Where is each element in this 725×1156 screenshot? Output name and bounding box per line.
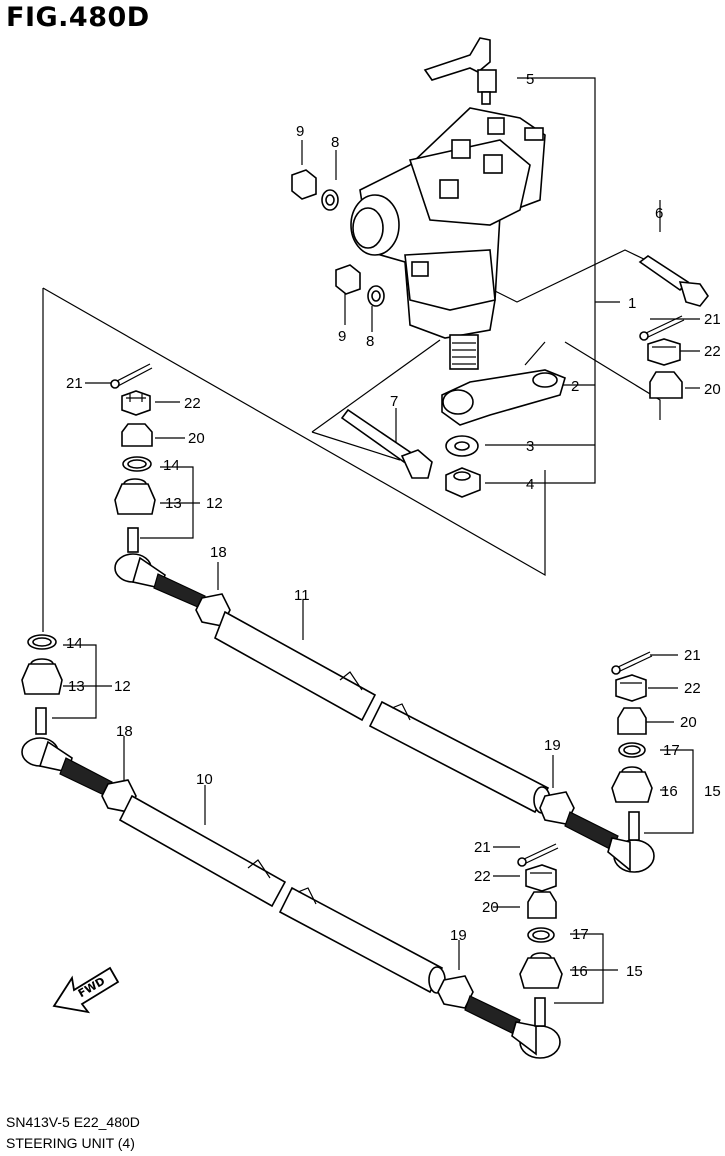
fwd-arrow-icon: FWD xyxy=(52,966,120,1014)
ring-17-lower-right xyxy=(527,927,555,943)
nut-9-upper xyxy=(291,169,317,200)
callout-16-right-upper: 16 xyxy=(661,783,678,800)
cotter-pin-21-right-upper xyxy=(611,651,653,675)
callout-14-lower: 14 xyxy=(66,635,83,652)
boot-16-lower-right xyxy=(519,952,563,989)
steering-gear-box xyxy=(350,37,546,370)
callout-9-lower: 9 xyxy=(338,328,346,345)
callout-17-right-upper: 17 xyxy=(663,742,680,759)
callout-15-lower-right: 15 xyxy=(626,963,643,980)
callout-22-upper-left: 22 xyxy=(184,395,201,412)
tie-rod-end-lower-right xyxy=(511,997,561,1059)
ring-17-right-upper xyxy=(618,742,646,758)
callout-15-right-upper: 15 xyxy=(704,783,721,800)
nut-4 xyxy=(445,467,481,498)
boot-20-lower-right xyxy=(527,891,557,919)
callout-5: 5 xyxy=(526,71,534,88)
callout-10: 10 xyxy=(196,771,213,788)
boot-13-lower-left xyxy=(21,658,63,695)
callout-21-right-upper: 21 xyxy=(684,647,701,664)
callout-19-lower: 19 xyxy=(450,927,467,944)
figure-code: SN413V-5 E22_480D xyxy=(6,1114,140,1130)
pitman-arm-2 xyxy=(441,369,566,426)
thread-lower-right xyxy=(464,995,521,1035)
cotter-pin-21-top-right xyxy=(639,315,685,341)
callout-12-upper: 12 xyxy=(206,495,223,512)
cotter-pin-21-lower-right xyxy=(517,843,559,867)
callout-22-lower-right: 22 xyxy=(474,868,491,885)
nut-9-lower xyxy=(335,264,361,295)
castle-nut-22-top-right xyxy=(647,338,681,366)
callout-18-upper: 18 xyxy=(210,544,227,561)
boot-20-top-right xyxy=(649,371,683,399)
washer-8-upper xyxy=(321,189,339,211)
callout-8-lower: 8 xyxy=(366,333,374,350)
callout-8-upper: 8 xyxy=(331,134,339,151)
callout-4: 4 xyxy=(526,476,534,493)
callout-20-top-right: 20 xyxy=(704,381,721,398)
castle-nut-22-upper-left xyxy=(121,390,151,416)
callout-21-upper-left: 21 xyxy=(66,375,83,392)
washer-3 xyxy=(445,435,479,457)
figure-name: STEERING UNIT (4) xyxy=(6,1135,135,1151)
tube-10 xyxy=(118,794,446,994)
tube-11 xyxy=(214,610,551,814)
boot-16-right-upper xyxy=(611,766,653,803)
callout-19-upper: 19 xyxy=(544,737,561,754)
thread-upper-left xyxy=(153,573,206,609)
tie-rod-end-upper-right xyxy=(607,811,655,873)
callout-22-top-right: 22 xyxy=(704,343,721,360)
callout-17-lower-right: 17 xyxy=(572,926,589,943)
boot-13-upper-left xyxy=(114,478,156,515)
callout-2: 2 xyxy=(571,378,579,395)
callout-14-upper: 14 xyxy=(163,457,180,474)
callout-20-lower-right: 20 xyxy=(482,899,499,916)
callout-20-right-upper: 20 xyxy=(680,714,697,731)
callout-1: 1 xyxy=(628,295,636,312)
callout-9-upper: 9 xyxy=(296,123,304,140)
callout-labels: 5 9 8 6 1 21 9 8 22 21 2 20 7 22 20 3 14… xyxy=(66,71,721,980)
boot-20-upper-left xyxy=(121,423,153,447)
callout-22-right-upper: 22 xyxy=(684,680,701,697)
cotter-pin-21-upper-left xyxy=(110,363,153,389)
bolt-6 xyxy=(638,255,709,307)
leader-lines xyxy=(42,77,700,1004)
callout-7: 7 xyxy=(390,393,398,410)
castle-nut-22-right-upper xyxy=(615,674,647,702)
callout-20-upper-left: 20 xyxy=(188,430,205,447)
callout-18-lower: 18 xyxy=(116,723,133,740)
callout-21-lower-right: 21 xyxy=(474,839,491,856)
callout-16-lower-right: 16 xyxy=(571,963,588,980)
callout-13-lower: 13 xyxy=(68,678,85,695)
castle-nut-22-lower-right xyxy=(525,864,557,892)
callout-3: 3 xyxy=(526,438,534,455)
ring-14-lower-left xyxy=(27,634,57,650)
figure-title: FIG.480D xyxy=(6,2,150,33)
nut-19-lower xyxy=(437,975,474,1009)
washer-8-lower xyxy=(367,285,385,307)
bolt-7 xyxy=(340,408,433,479)
callout-13-upper: 13 xyxy=(165,495,182,512)
boot-20-right-upper xyxy=(617,707,647,735)
callout-6: 6 xyxy=(655,205,663,222)
callout-12-lower: 12 xyxy=(114,678,131,695)
callout-21-top-right: 21 xyxy=(704,311,721,328)
callout-11: 11 xyxy=(294,587,310,604)
ring-14-upper-left xyxy=(122,456,152,472)
